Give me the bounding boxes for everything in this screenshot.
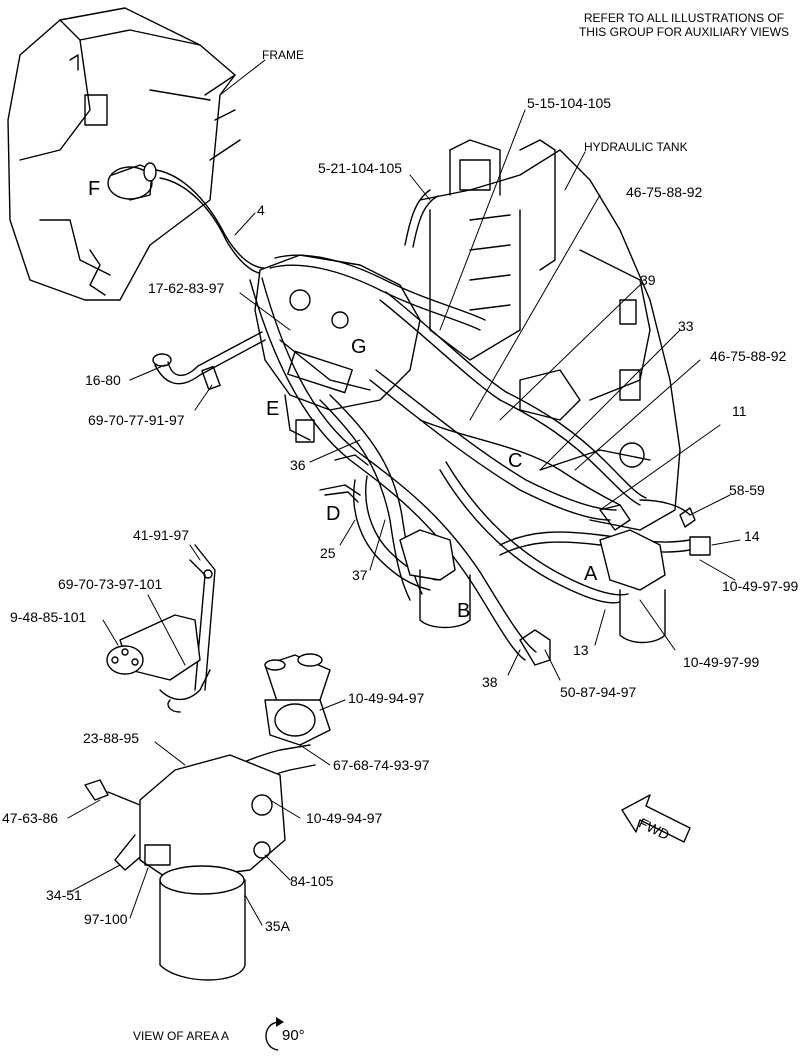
callout-84-105: 84-105 — [290, 873, 334, 889]
callout-46-75-88-92-lower: 46-75-88-92 — [710, 348, 787, 364]
callout-41-91-97: 41-91-97 — [133, 527, 190, 543]
callout-46-75-88-92-upper: 46-75-88-92 — [626, 184, 703, 200]
callout-25: 25 — [320, 545, 336, 561]
callout-39: 39 — [640, 272, 656, 288]
header-note-line-2: THIS GROUP FOR AUXILIARY VIEWS — [578, 25, 790, 39]
callout-16-80: 16-80 — [85, 372, 121, 388]
pump-assemblies-drawing — [399, 504, 711, 666]
callout-11: 11 — [732, 403, 747, 419]
callout-33: 33 — [678, 318, 694, 334]
label-hydraulic-tank: HYDRAULIC TANK — [584, 140, 688, 154]
hose-bundle-drawing — [249, 189, 691, 661]
label-frame: FRAME — [262, 48, 304, 62]
filter-f-drawing — [107, 162, 271, 275]
filter-assembly-area-a — [84, 653, 331, 981]
rotation-label: 90° — [282, 1027, 305, 1044]
callout-47-63-86: 47-63-86 — [2, 810, 59, 826]
leader-lines-upper — [129, 59, 741, 681]
callout-67-68-74-93-97: 67-68-74-93-97 — [333, 757, 430, 773]
valve-manifold-drawing — [254, 254, 421, 443]
callout-10-49-94-97-lower: 10-49-94-97 — [306, 810, 383, 826]
header-note-line-1: REFER TO ALL ILLUSTRATIONS OF — [583, 11, 785, 25]
fwd-arrow: FWD — [621, 794, 691, 843]
marker-c: C — [508, 450, 523, 472]
callout-35a: 35A — [265, 918, 290, 934]
callout-37: 37 — [352, 567, 368, 583]
callout-5-21-104-105: 5-21-104-105 — [318, 160, 403, 176]
bracket-assembly-drawing — [106, 544, 216, 713]
callout-5-15-104-105: 5-15-104-105 — [527, 95, 612, 111]
callout-23-88-95: 23-88-95 — [83, 730, 140, 746]
marker-a: A — [584, 563, 598, 585]
marker-b: B — [457, 600, 471, 622]
callout-97-100: 97-100 — [84, 911, 128, 927]
clips-drawing — [319, 454, 696, 528]
callout-10-49-94-97-upper: 10-49-94-97 — [348, 690, 425, 706]
pipe-left-drawing — [152, 331, 266, 391]
callout-4: 4 — [257, 202, 265, 218]
marker-f: F — [88, 178, 101, 200]
callout-34-51: 34-51 — [46, 887, 82, 903]
callout-36: 36 — [290, 457, 306, 473]
view-of-area-a-label: VIEW OF AREA A — [133, 1029, 230, 1043]
leader-lines-lower — [67, 544, 346, 926]
marker-e: E — [266, 398, 280, 420]
callout-17-62-83-97: 17-62-83-97 — [148, 280, 225, 296]
rotation-icon — [265, 1017, 284, 1051]
callout-69-70-73-97-101: 69-70-73-97-101 — [58, 576, 163, 592]
marker-d: D — [326, 503, 341, 525]
callout-58-59: 58-59 — [729, 482, 765, 498]
marker-g: G — [351, 336, 367, 358]
header-note: REFER TO ALL ILLUSTRATIONS OF THIS GROUP… — [565, 11, 803, 39]
frame-drawing — [7, 7, 241, 301]
callout-10-49-97-99-lower: 10-49-97-99 — [683, 654, 760, 670]
callout-9-48-85-101: 9-48-85-101 — [10, 609, 87, 625]
callout-69-70-77-91-97: 69-70-77-91-97 — [88, 412, 185, 428]
callout-10-49-97-99-right: 10-49-97-99 — [722, 578, 799, 594]
callout-13: 13 — [573, 642, 589, 658]
callout-50-87-94-97: 50-87-94-97 — [560, 684, 637, 700]
callout-14: 14 — [744, 528, 760, 544]
callout-38: 38 — [482, 674, 498, 690]
